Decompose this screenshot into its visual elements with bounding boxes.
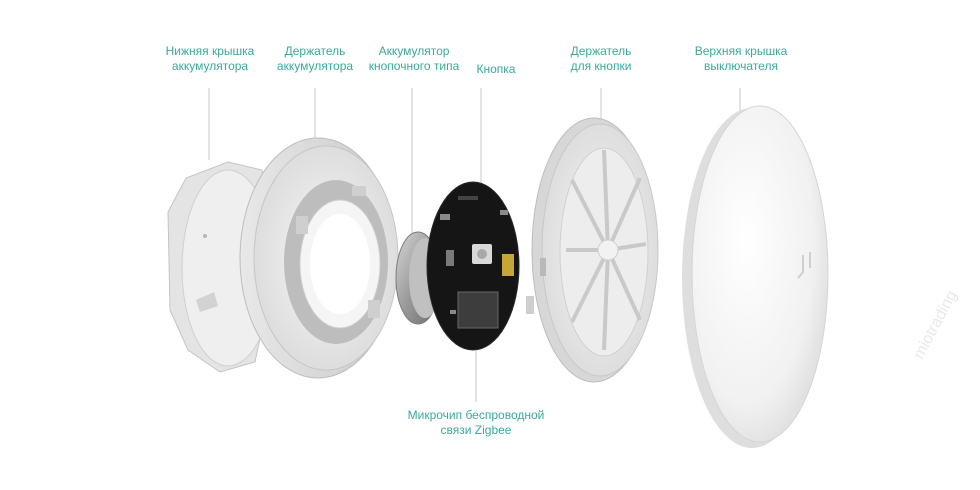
label-button: Кнопка [464, 62, 528, 77]
button-holder [526, 117, 659, 383]
label-top-switch-cover-line2: выключателя [704, 59, 778, 73]
label-bottom-battery-cover-line2: аккумулятора [171, 59, 249, 73]
label-top-switch-cover: Верхняя крышка выключателя [684, 44, 798, 74]
label-battery-holder-line2: аккумулятора [276, 59, 354, 73]
label-coin-battery-line2: кнопочного типа [368, 59, 460, 73]
label-zigbee-microchip-line2: связи Zigbee [440, 423, 512, 437]
mi-logo-icon [797, 252, 811, 279]
label-button-line1: Кнопка [476, 62, 516, 76]
top-switch-cover [682, 105, 829, 448]
label-bottom-battery-cover-line1: Нижняя крышка [165, 44, 255, 58]
zigbee-pcb [426, 181, 520, 351]
battery-holder-ring [239, 137, 399, 379]
label-coin-battery-line1: Аккумулятор [378, 44, 450, 58]
label-zigbee-microchip: Микрочип беспроводной связи Zigbee [396, 408, 556, 438]
watermark: miotrading [911, 288, 961, 362]
label-button-holder: Держатель для кнопки [556, 44, 646, 74]
label-button-holder-line2: для кнопки [570, 59, 632, 73]
label-battery-holder-line1: Держатель [284, 44, 346, 58]
label-coin-battery: Аккумулятор кнопочного типа [364, 44, 464, 74]
label-bottom-battery-cover: Нижняя крышка аккумулятора [158, 44, 262, 74]
label-battery-holder: Держатель аккумулятора [266, 44, 364, 74]
label-button-holder-line1: Держатель [570, 44, 632, 58]
label-top-switch-cover-line1: Верхняя крышка [694, 44, 788, 58]
label-zigbee-microchip-line1: Микрочип беспроводной [407, 408, 545, 422]
